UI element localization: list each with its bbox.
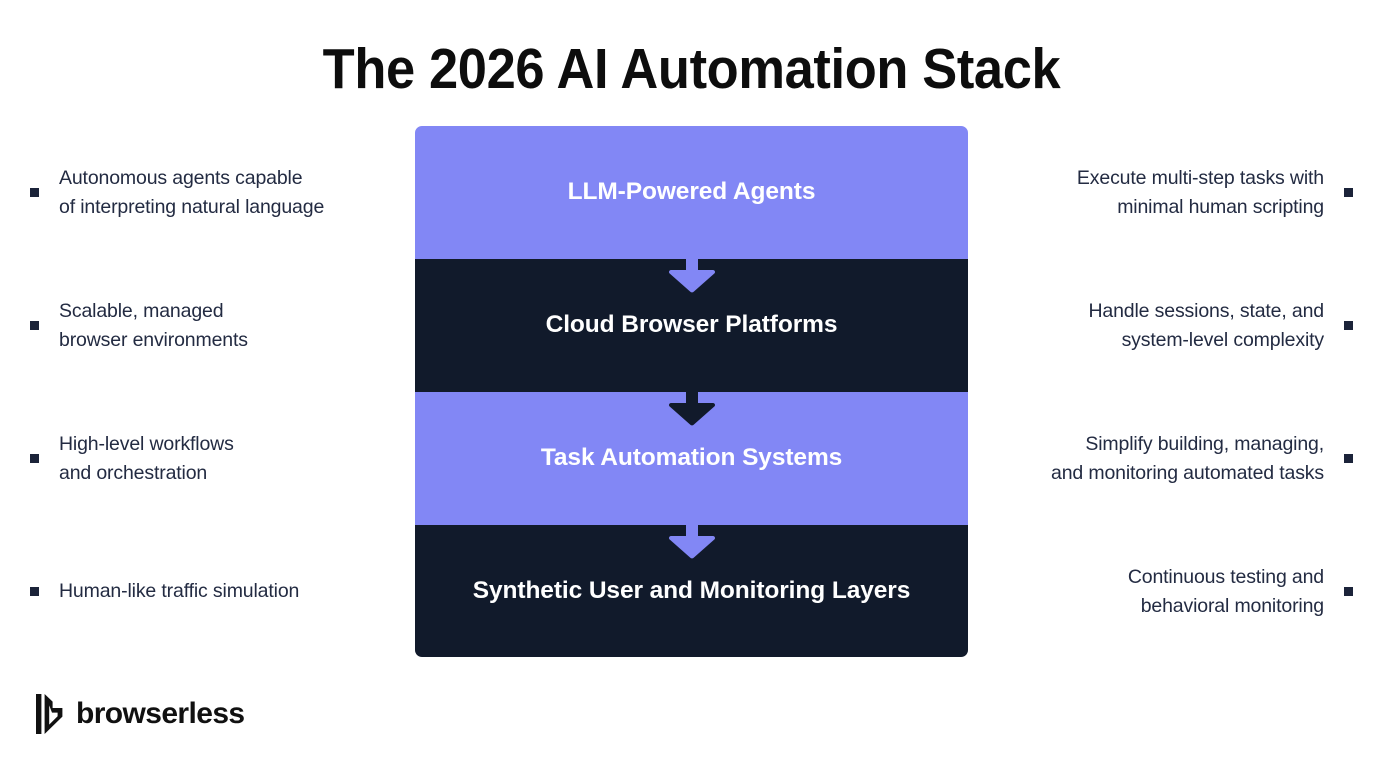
stack-layer-cloud-browser-platforms: Cloud Browser Platforms [415, 259, 968, 392]
browserless-logo: browserless [36, 694, 245, 734]
browserless-b-mark-icon [36, 694, 63, 734]
right-note-text: Simplify building, managing, and monitor… [1051, 432, 1324, 484]
left-note-text: Human-like traffic simulation [59, 580, 300, 602]
bullet-square-icon [1344, 321, 1353, 330]
right-note-synthetic-user-and-monitoring-layers: Continuous testing and behavioral monito… [963, 525, 1353, 658]
bullet-square-icon [1344, 454, 1353, 463]
right-note-text: Handle sessions, state, and system-level… [1088, 299, 1324, 351]
page-title: The 2026 AI Automation Stack [322, 37, 1061, 101]
bullet-square-icon [30, 188, 39, 197]
left-note-synthetic-user-and-monitoring-layers: Human-like traffic simulation [30, 525, 420, 658]
left-note-text: High-level workflows and orchestration [59, 432, 234, 484]
right-note-task-automation-systems: Simplify building, managing, and monitor… [963, 392, 1353, 525]
right-note-llm-powered-agents: Execute multi-step tasks with minimal hu… [963, 126, 1353, 259]
right-annotations: Execute multi-step tasks with minimal hu… [963, 126, 1353, 657]
left-note-cloud-browser-platforms: Scalable, managed browser environments [30, 259, 420, 392]
bullet-square-icon [30, 587, 39, 596]
stack-layer-synthetic-user-and-monitoring-layers: Synthetic User and Monitoring Layers [415, 525, 968, 657]
stack-layer-label: LLM-Powered Agents [567, 178, 816, 206]
bullet-square-icon [1344, 587, 1353, 596]
right-note-cloud-browser-platforms: Handle sessions, state, and system-level… [963, 259, 1353, 392]
left-annotations: Autonomous agents capable of interpretin… [30, 126, 420, 657]
bullet-square-icon [1344, 188, 1353, 197]
left-note-task-automation-systems: High-level workflows and orchestration [30, 392, 420, 525]
right-note-text: Continuous testing and behavioral monito… [1127, 565, 1324, 617]
stack-layer-label: Task Automation Systems [540, 444, 843, 472]
logo-wordmark: browserless [76, 697, 245, 730]
stack-layer-task-automation-systems: Task Automation Systems [415, 392, 968, 525]
automation-stack-diagram: LLM-Powered Agents Cloud Browser Platfor… [415, 126, 968, 657]
left-note-text: Scalable, managed browser environments [59, 299, 248, 351]
stack-layer-label: Synthetic User and Monitoring Layers [472, 576, 911, 604]
stack-layer-label: Cloud Browser Platforms [545, 311, 838, 339]
left-note-text: Autonomous agents capable of interpretin… [59, 166, 325, 218]
bullet-square-icon [30, 454, 39, 463]
left-note-llm-powered-agents: Autonomous agents capable of interpretin… [30, 126, 420, 259]
bullet-square-icon [30, 321, 39, 330]
right-note-text: Execute multi-step tasks with minimal hu… [1076, 166, 1324, 218]
stack-layer-llm-powered-agents: LLM-Powered Agents [415, 126, 968, 259]
